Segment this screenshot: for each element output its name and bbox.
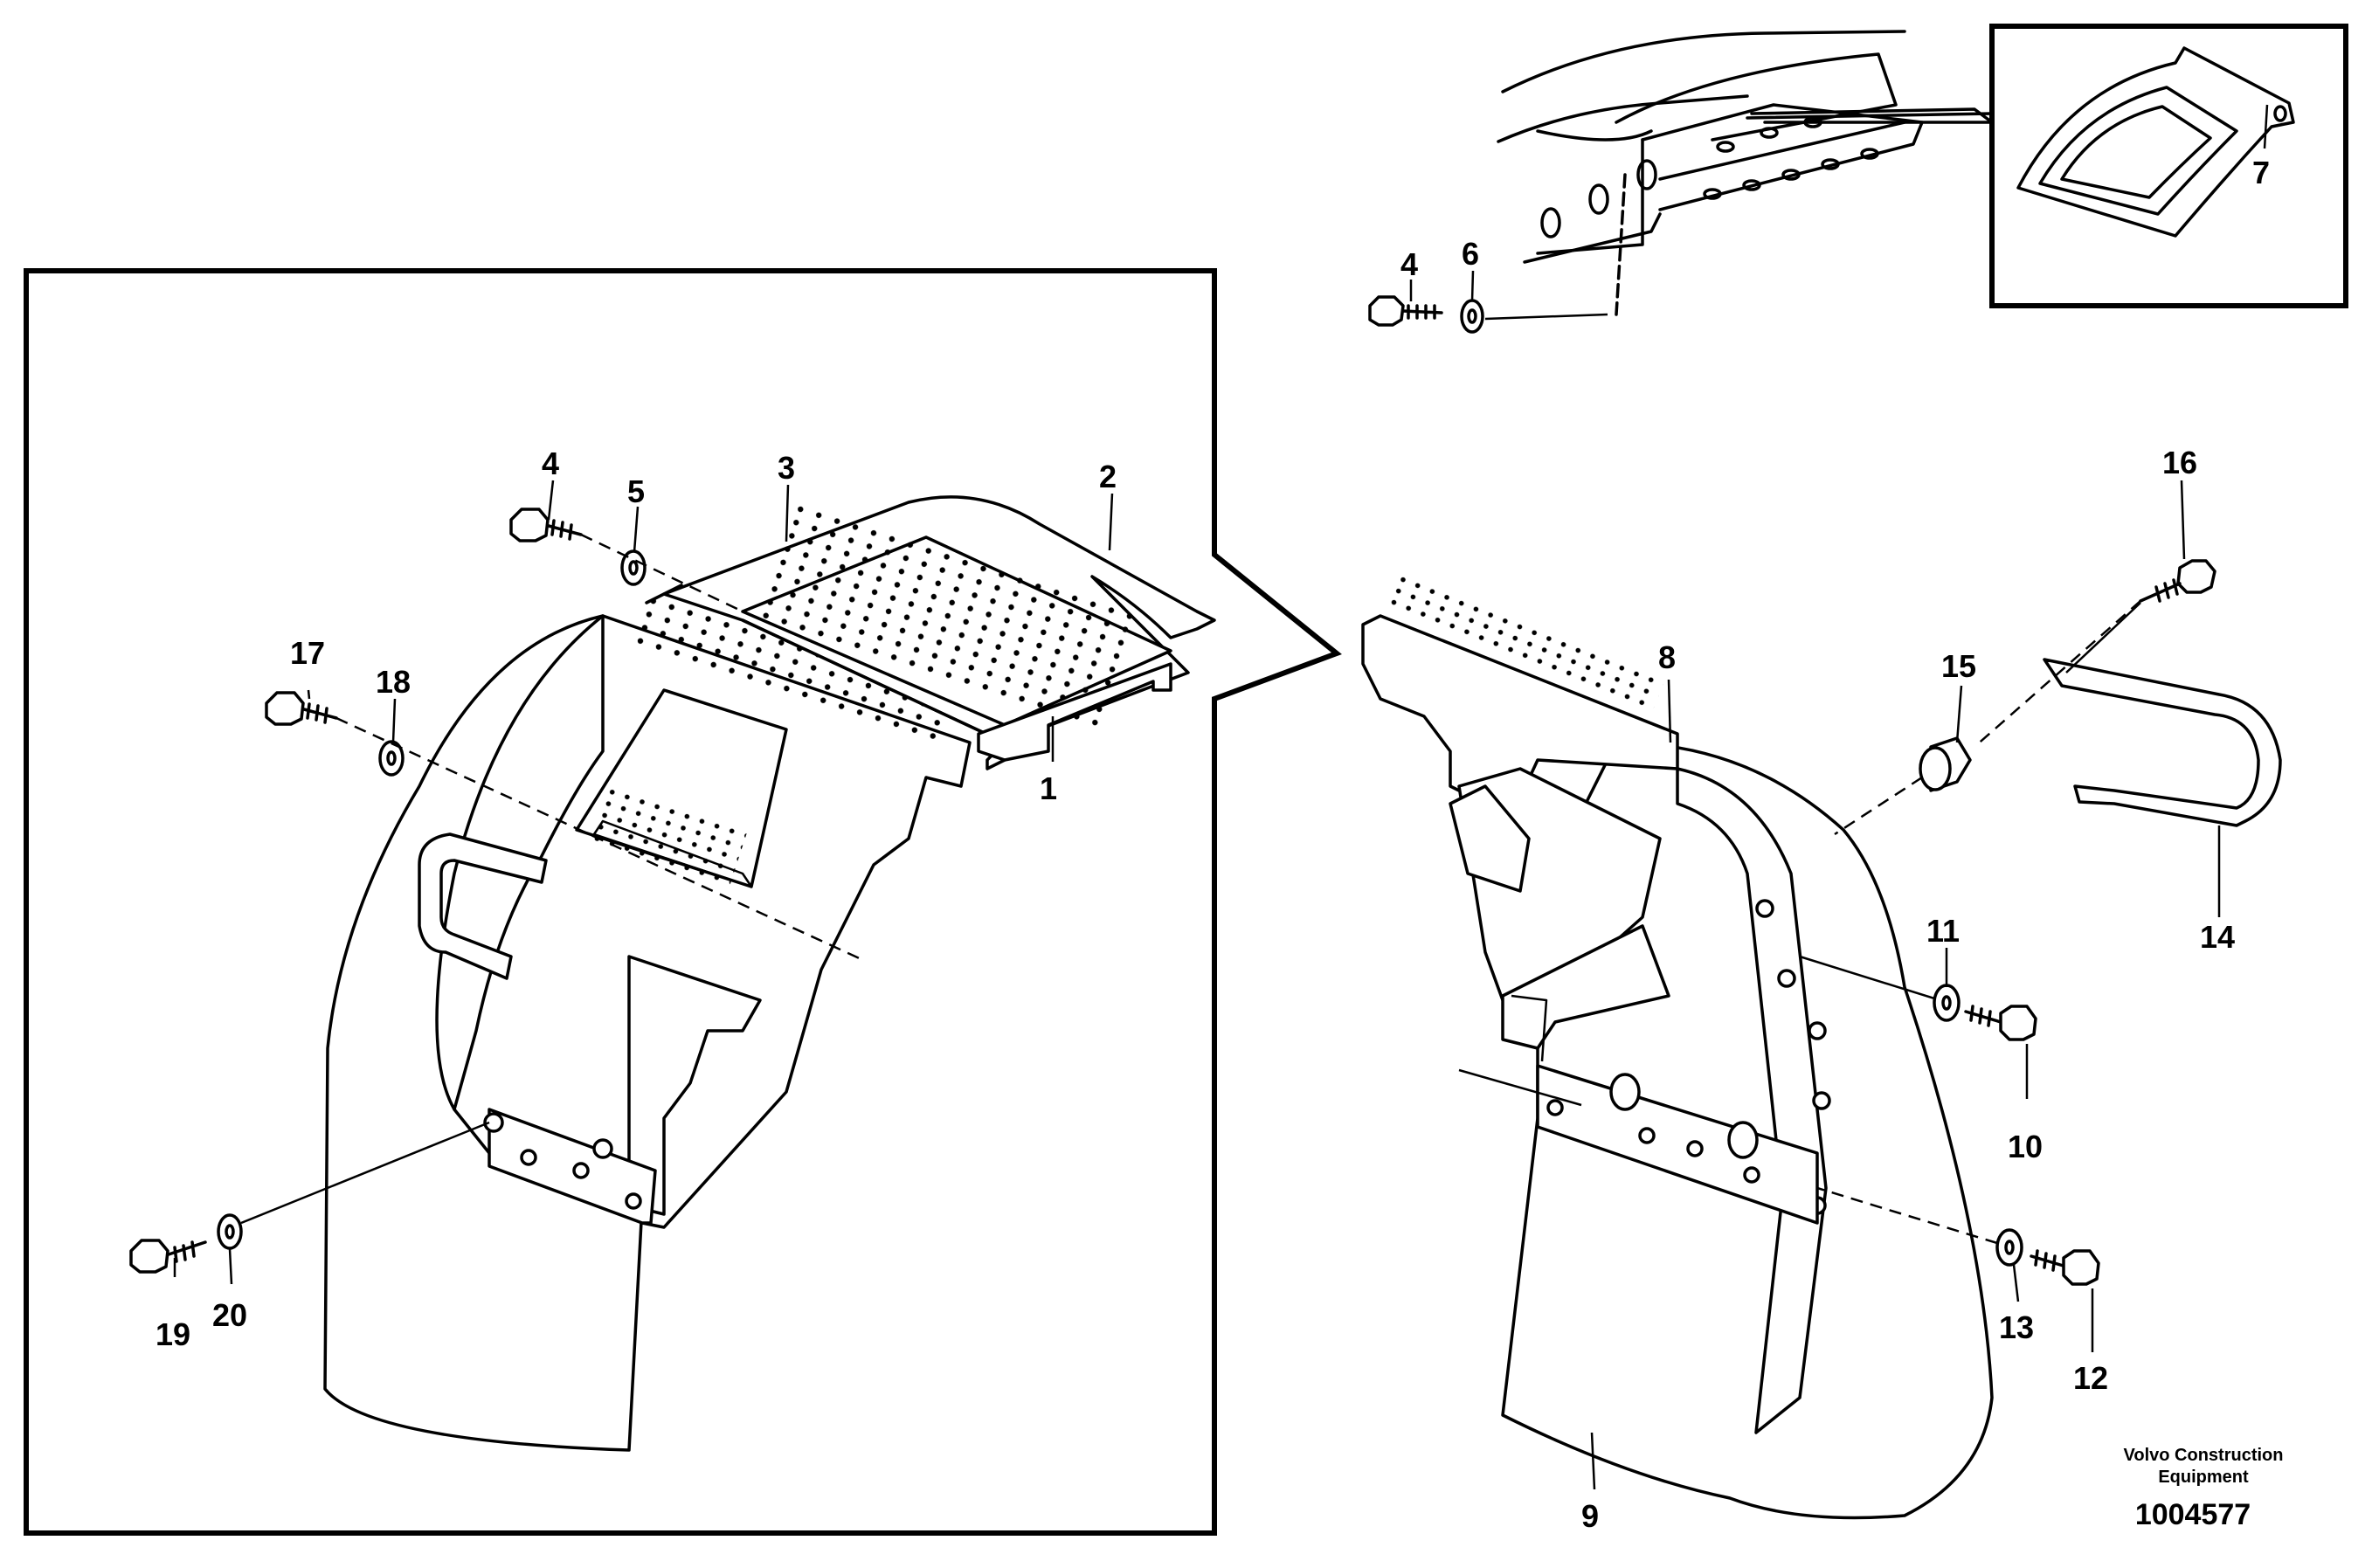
callout-20: 20 (212, 1297, 247, 1333)
washer-11 (1933, 984, 1961, 1022)
bolt-12 (2030, 1249, 2100, 1286)
callout-6: 6 (1462, 236, 1479, 272)
callout-9: 9 (1581, 1498, 1599, 1534)
step-plate-skirt (742, 618, 1006, 770)
assembly-line-4 (580, 533, 743, 613)
washer-13 (1995, 1228, 2023, 1267)
inset-context-view (1368, 30, 1994, 334)
spacer-15 (1919, 736, 1972, 792)
callout-3: 3 (778, 450, 795, 486)
callout-11: 11 (1926, 913, 1960, 949)
callout-13: 13 (1999, 1309, 2034, 1345)
callout-4-inset: 4 (1400, 246, 1418, 282)
assembly-line-19 (240, 1121, 490, 1225)
callout-labels: 1 2 3 4 5 17 18 19 20 4 6 7 8 9 10 11 12… (156, 155, 2270, 1534)
bolt-inset (1368, 295, 1443, 327)
bolt-4 (509, 508, 583, 542)
assembly-line-11 (1799, 955, 1935, 1000)
callout-14: 14 (2200, 919, 2235, 955)
callout-2: 2 (1099, 459, 1117, 494)
callout-4: 4 (542, 446, 559, 481)
left-inner-fender (453, 614, 972, 1229)
left-lower-strip (488, 1108, 657, 1225)
left-grab-handle (418, 832, 548, 980)
assembly-line-8 (1458, 1068, 1582, 1107)
callout-5: 5 (627, 473, 645, 509)
right-lower-rail (1536, 1064, 1819, 1225)
left-outer-fender (323, 614, 644, 1452)
callout-1: 1 (1040, 770, 1057, 806)
washer-inset (1460, 299, 1484, 334)
bolt-17 (265, 691, 338, 726)
assembly-line-16 (1974, 600, 2141, 748)
callout-15: 15 (1941, 648, 1976, 684)
callout-19: 19 (156, 1316, 190, 1352)
assembly-line-13 (1816, 1186, 1998, 1245)
washer-20 (217, 1213, 243, 1250)
bolt-16 (2139, 559, 2216, 603)
callout-18: 18 (376, 664, 411, 700)
detail-arrow (1750, 107, 1994, 124)
washer-18 (378, 740, 405, 777)
leader-lines (173, 104, 2269, 1490)
callout-16: 16 (2162, 445, 2197, 480)
manufacturer-caption-line-1: Volvo Construction (2124, 1446, 2284, 1465)
detail-box-part-7 (1989, 24, 2348, 308)
manufacturer-caption-line-2: Equipment (2158, 1468, 2249, 1487)
callout-10: 10 (2008, 1129, 2043, 1164)
assembly-line-15 (1834, 776, 1923, 836)
callout-17: 17 (290, 635, 325, 671)
callout-7: 7 (2252, 155, 2270, 190)
right-grab-handle (2043, 658, 2282, 827)
assembly-line-17 (335, 716, 866, 963)
bolt-19 (129, 1239, 207, 1274)
bolt-10 (1964, 1005, 2037, 1041)
callout-12: 12 (2073, 1360, 2108, 1396)
document-number: 1004577 (2135, 1498, 2251, 1531)
callout-8: 8 (1658, 639, 1676, 675)
right-side-strip (1676, 767, 1828, 1434)
